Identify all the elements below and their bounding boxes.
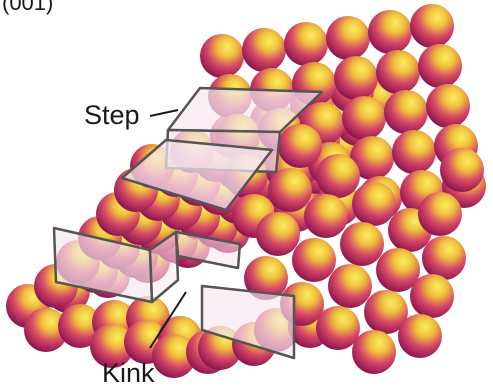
atom-sphere <box>398 314 442 358</box>
atom-sphere <box>392 130 436 174</box>
atom-sphere <box>422 236 466 280</box>
atom-sphere <box>304 194 348 238</box>
atom-sphere <box>342 96 386 140</box>
atom-sphere <box>410 274 454 318</box>
atom-sphere <box>200 34 244 78</box>
atom-sphere <box>418 192 462 236</box>
kink-label: Kink <box>102 358 155 388</box>
atom-sphere <box>316 306 360 350</box>
step-label: Step <box>84 100 140 130</box>
atom-sphere <box>418 44 462 88</box>
atom-sphere <box>268 168 312 212</box>
atom-sphere <box>292 238 336 282</box>
atom-sphere <box>440 148 484 192</box>
atom-sphere <box>242 28 286 72</box>
corner-label: (001) <box>2 0 53 15</box>
atom-sphere <box>334 56 378 100</box>
atom-sphere <box>376 50 420 94</box>
atom-sphere <box>278 124 322 168</box>
atom-sphere <box>316 154 360 198</box>
atom-sphere <box>352 330 396 374</box>
atom-sphere <box>284 22 328 66</box>
atom-sphere <box>426 84 470 128</box>
atom-sphere <box>352 182 396 226</box>
atom-sphere <box>384 90 428 134</box>
step-leader-line <box>150 110 178 116</box>
atom-sphere <box>340 222 384 266</box>
atom-sphere <box>328 264 372 308</box>
atom-sphere <box>326 16 370 60</box>
atom-sphere <box>256 212 300 256</box>
atom-sphere <box>410 4 454 48</box>
atom-sphere <box>368 10 412 54</box>
